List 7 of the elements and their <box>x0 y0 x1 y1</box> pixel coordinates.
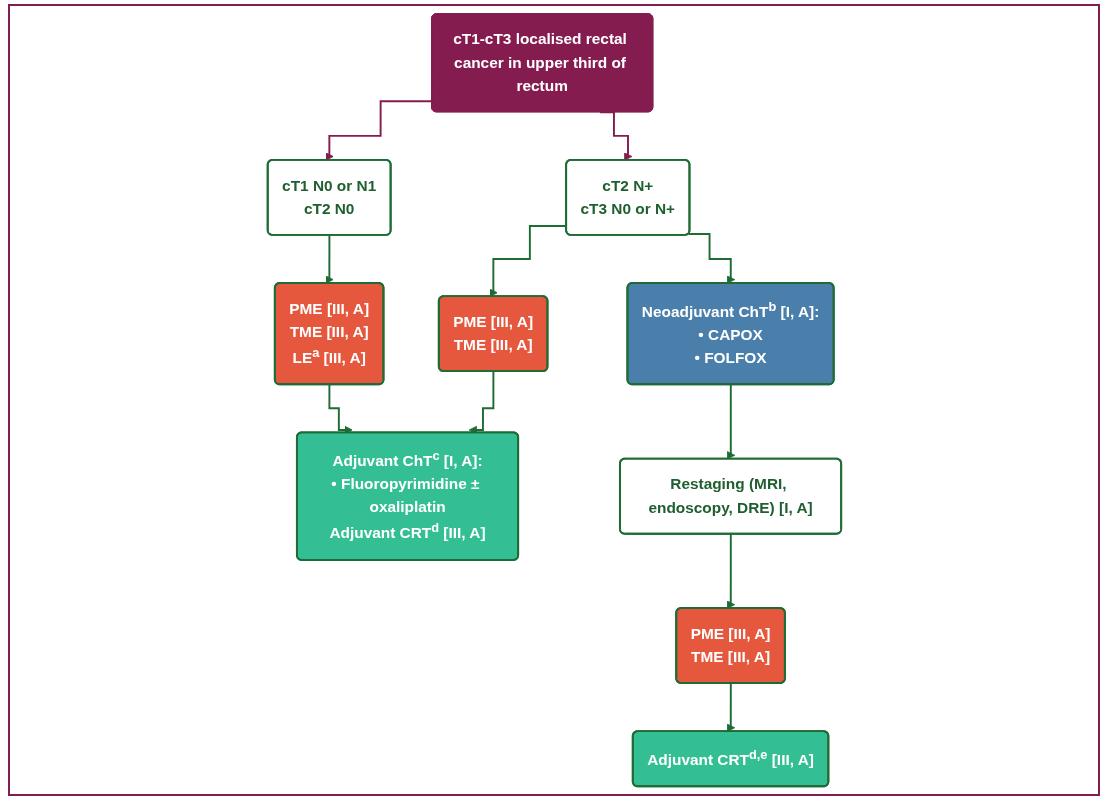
arrow <box>726 533 735 609</box>
arrow <box>726 682 735 732</box>
arrow <box>687 233 735 284</box>
arrow <box>598 111 632 161</box>
arrow <box>726 383 735 460</box>
arrow <box>324 100 433 161</box>
arrow <box>324 234 334 284</box>
